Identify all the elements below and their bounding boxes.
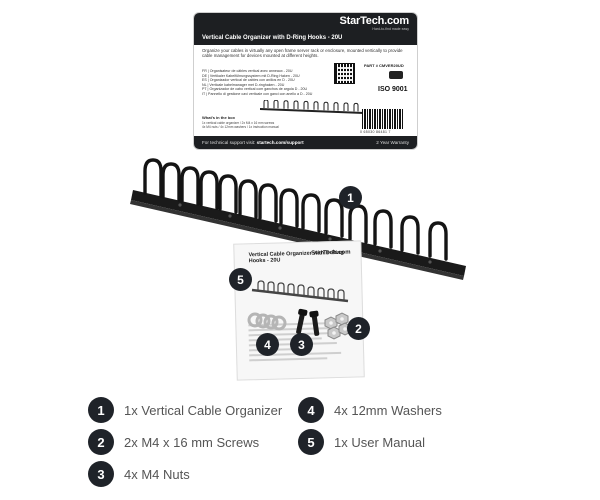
legend-item: 1 1x Vertical Cable Organizer: [88, 397, 282, 423]
product-photo: [130, 158, 466, 280]
legend-label: 1x Vertical Cable Organizer: [124, 402, 283, 418]
language-line: FR | Organisateur de câbles vertical ave…: [202, 69, 293, 73]
warranty-label: 2 Year Warranty: [376, 140, 409, 145]
in-box-line: 1x vertical cable organizer / 2x M4 x 16…: [202, 121, 275, 125]
language-line: ES | Organizador vertical de cables con …: [202, 78, 295, 83]
legend-number: 1: [88, 397, 114, 423]
barcode-number: 0 65030 86481 7: [360, 130, 391, 134]
manual-product-drawing: [251, 280, 349, 303]
legend-label: 4x 12mm Washers: [334, 402, 442, 418]
barcode-icon: [362, 109, 404, 129]
legend-label: 1x User Manual: [334, 434, 426, 450]
vertical-cable-organizer: [130, 158, 466, 280]
legend-number: 2: [88, 429, 114, 455]
legend-number: 5: [298, 429, 324, 455]
card-footer: For technical support visit: startech.co…: [194, 136, 417, 149]
screws: [296, 308, 320, 336]
card-description: Organize your cables in virtually any op…: [202, 48, 403, 58]
legend-number: 3: [88, 461, 114, 487]
legend-label: 4x M4 Nuts: [124, 466, 190, 482]
legend-item: 5 1x User Manual: [298, 429, 425, 455]
brand-tagline: Hard-to-find made easy: [372, 27, 409, 31]
legend-label: 2x M4 x 16 mm Screws: [124, 434, 260, 450]
certification-badge-icon: [389, 71, 403, 79]
part-number: PART # CMVER20UD: [364, 63, 404, 68]
legend-item: 3 4x M4 Nuts: [88, 461, 190, 487]
card-product-thumbnail: [260, 100, 364, 114]
language-list: FR | Organisateur de câbles vertical ave…: [202, 69, 320, 97]
in-box-heading: What's in the box: [202, 115, 235, 120]
legend-item: 4 4x 12mm Washers: [298, 397, 442, 423]
support-url: startech.com/support: [256, 140, 304, 145]
package-card: StarTech.com Hard-to-find made easy Vert…: [193, 12, 418, 150]
in-box-line: 4x M4 nuts / 4x 12mm washers / 1x instru…: [202, 125, 279, 129]
language-line: NL | Verticale kabelmanager met D-ringha…: [202, 82, 285, 87]
callout-2: 2: [347, 317, 370, 340]
brand-logo: StarTech.com: [339, 15, 409, 27]
hardware-overlay: [247, 280, 352, 340]
legend-number: 4: [298, 397, 324, 423]
qr-code-icon: [334, 63, 355, 84]
support-prefix: For technical support visit:: [202, 140, 256, 145]
callout-4: 4: [256, 333, 279, 356]
language-line: PT | Organizador de cabo vertical com ga…: [202, 87, 308, 92]
card-title: Vertical Cable Organizer with D-Ring Hoo…: [194, 32, 417, 45]
callout-3: 3: [290, 333, 313, 356]
legend-item: 2 2x M4 x 16 mm Screws: [88, 429, 259, 455]
callout-1: 1: [339, 186, 362, 209]
language-line: IT | Pannello di gestione cavi verticale…: [202, 91, 313, 96]
washers: [247, 312, 287, 331]
language-line: DE | Vertikaler Kabelführungssystem mit …: [202, 73, 300, 78]
iso-label: ISO 9001: [378, 86, 408, 93]
callout-5: 5: [229, 268, 252, 291]
card-header: StarTech.com Hard-to-find made easy: [194, 13, 417, 33]
